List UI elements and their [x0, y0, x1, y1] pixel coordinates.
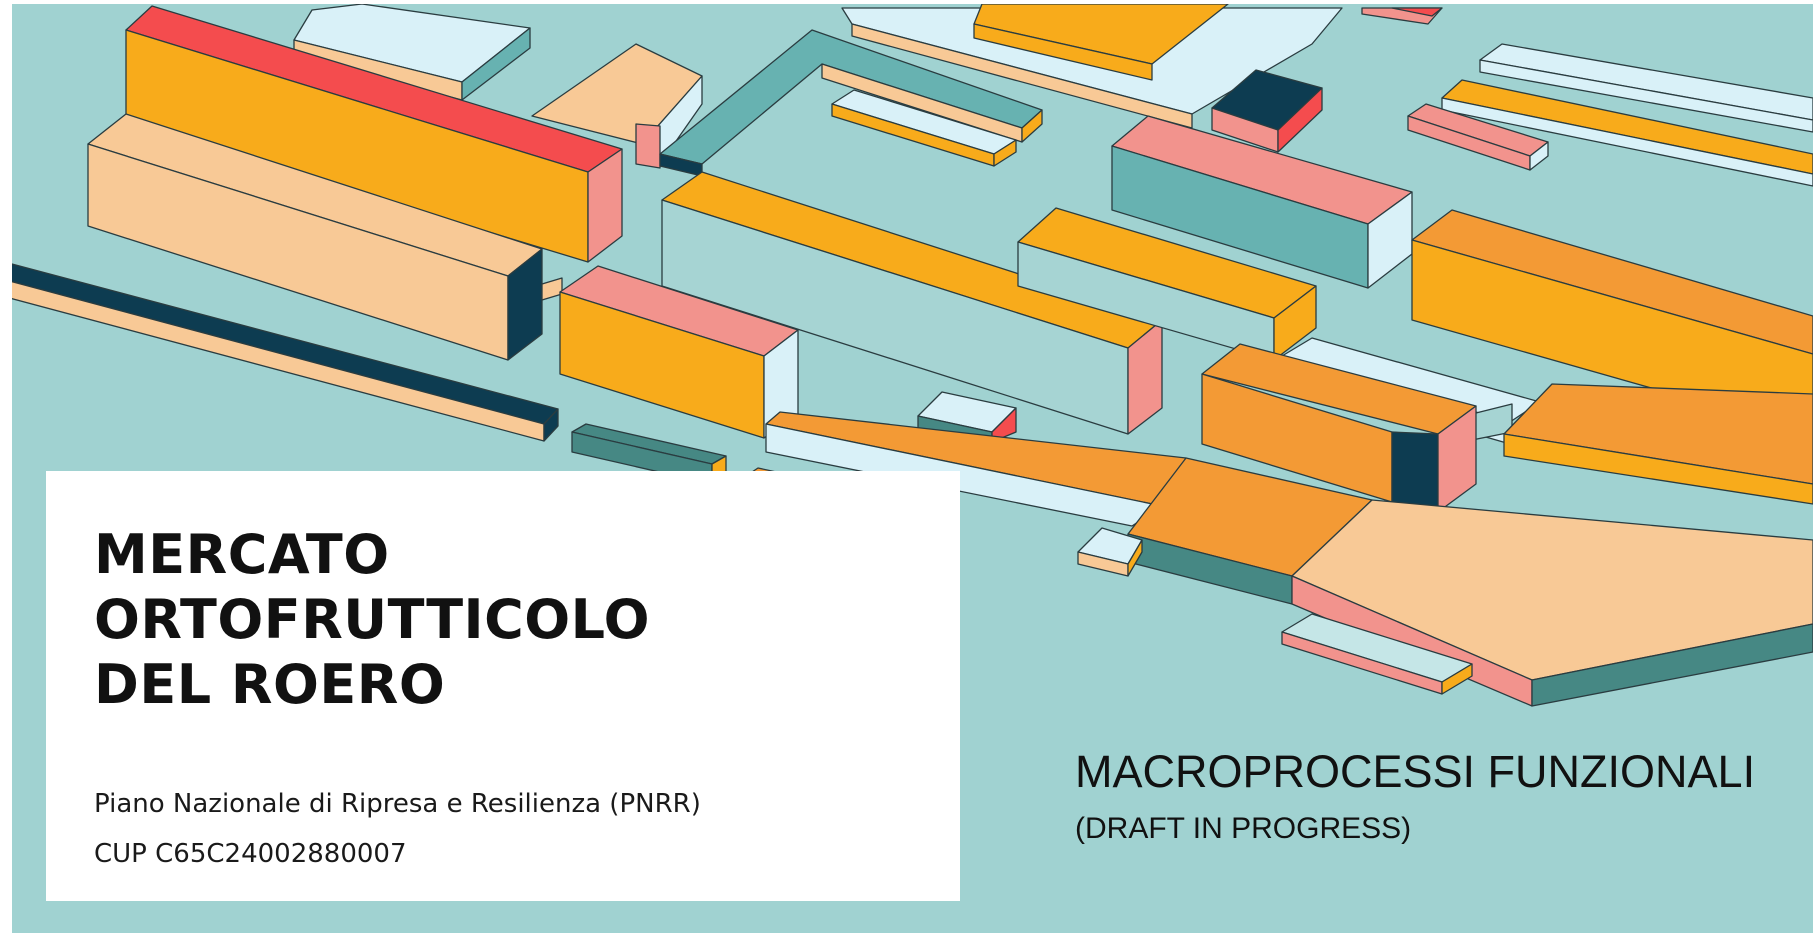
building-top-right-sliver [1361, 7, 1443, 25]
building-top-left-peach [531, 43, 703, 169]
building-far-right-orange [1411, 209, 1813, 435]
isometric-city-illustration [12, 4, 1813, 707]
building-far-right-pale [1479, 43, 1813, 133]
building-middle-orange [559, 265, 799, 439]
building-left-peach [87, 113, 563, 361]
building-top-left-long [125, 5, 623, 263]
title-line-1: MERCATO [94, 523, 390, 586]
building-far-right-pink [1407, 103, 1549, 171]
building-top-centre-navy [1211, 69, 1323, 153]
title-line-3: DEL ROERO [94, 653, 446, 716]
slide: MERCATO ORTOFRUTTICOLO DEL ROERO Piano N… [12, 4, 1813, 933]
section-subtitle: MACROPROCESSI FUNZIONALI [1075, 746, 1756, 797]
building-far-right-lower [1503, 383, 1813, 505]
building-courtyard-small [831, 89, 1017, 167]
building-courtyard-frame [659, 29, 1043, 177]
building-far-right-small [1441, 79, 1813, 187]
building-top-centre-orange [973, 4, 1229, 81]
title-card: MERCATO ORTOFRUTTICOLO DEL ROERO Piano N… [46, 471, 960, 901]
draft-note: (DRAFT IN PROGRESS) [1075, 812, 1412, 845]
building-diagonal-annex [1077, 527, 1143, 577]
program-label: Piano Nazionale di Ripresa e Resilienza … [94, 789, 701, 819]
building-top-left-pale [293, 4, 531, 101]
building-right-orange-mid [1017, 207, 1317, 361]
building-bottom-right-pale [1281, 613, 1473, 695]
building-long-bar [12, 263, 559, 442]
building-diagonal-complex [765, 411, 1813, 707]
cup-code: CUP C65C24002880007 [94, 839, 407, 869]
building-right-teal [1111, 115, 1413, 289]
title-line-2: ORTOFRUTTICOLO [94, 588, 651, 651]
